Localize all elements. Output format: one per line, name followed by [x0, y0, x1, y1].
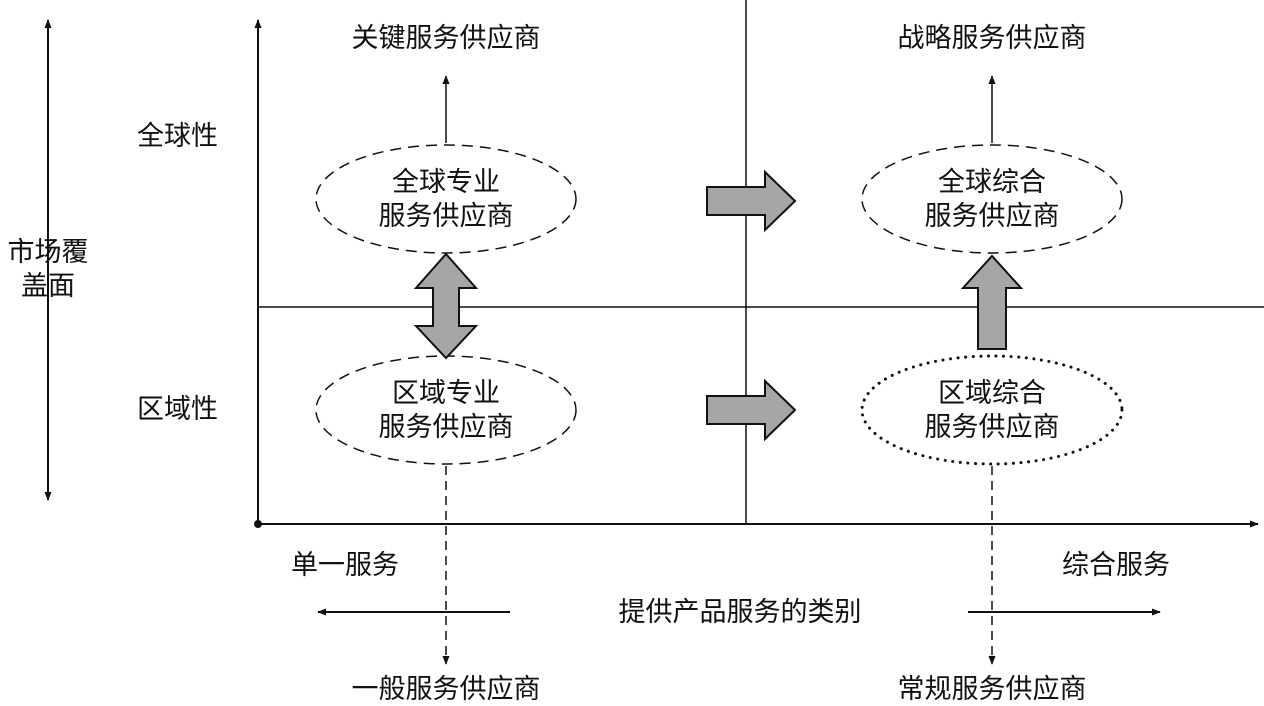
global-specialized-line1: 全球专业 [392, 167, 500, 198]
global-integrated-text: 全球综合 服务供应商 [892, 166, 1092, 234]
regional-integrated-oval [860, 354, 1124, 466]
global-integrated-line2: 服务供应商 [924, 201, 1060, 232]
market-coverage-label-line2: 盖面 [21, 271, 75, 302]
market-coverage-label: 市场覆 盖面 [2, 236, 94, 304]
regional-integrated-line2: 服务供应商 [924, 412, 1060, 443]
global-specialized-line2: 服务供应商 [378, 201, 514, 232]
row-label-regional: 区域性 [137, 394, 218, 425]
general-provider-label: 一般服务供应商 [351, 674, 541, 705]
global-integrated-oval [861, 144, 1123, 254]
regional-specialized-line1: 区域专业 [392, 378, 500, 409]
regular-provider-label: 常规服务供应商 [897, 674, 1087, 705]
row-label-global: 全球性 [137, 121, 218, 152]
x-axis-single-service: 单一服务 [291, 550, 399, 581]
strategic-provider-label: 战略服务供应商 [897, 23, 1087, 54]
x-axis-integrated-service: 综合服务 [1062, 550, 1170, 581]
regional-integrated-line1: 区域综合 [938, 378, 1046, 409]
regional-specialized-line2: 服务供应商 [378, 412, 514, 443]
top-right-block-arrow [706, 169, 797, 233]
global-integrated-line1: 全球综合 [938, 167, 1046, 198]
global-specialized-text: 全球专业 服务供应商 [346, 166, 546, 234]
regional-specialized-text: 区域专业 服务供应商 [346, 377, 546, 445]
market-coverage-label-line1: 市场覆 [7, 237, 89, 268]
regional-integrated-text: 区域综合 服务供应商 [892, 377, 1092, 445]
bottom-right-block-arrow [706, 378, 797, 442]
x-axis-title: 提供产品服务的类别 [618, 597, 862, 628]
key-provider-label: 关键服务供应商 [351, 23, 541, 54]
integrated-up-block-arrow [960, 254, 1024, 350]
origin-dot [254, 520, 262, 528]
specialized-double-block-arrow [413, 252, 479, 360]
